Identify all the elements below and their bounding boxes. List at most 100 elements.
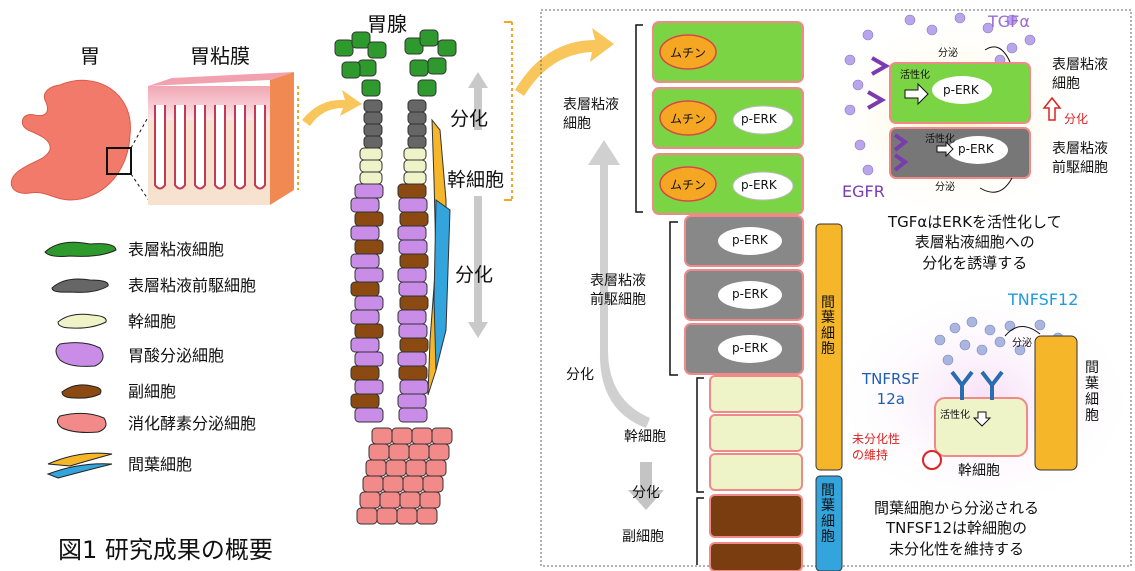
gland-cell	[363, 99, 383, 113]
tnf-caption: 間葉細胞から分泌される TNFSF12は幹細胞の 未分化性を維持する	[874, 499, 1040, 558]
gland-cell	[359, 159, 383, 173]
mucin-label-2: ムチン	[670, 112, 707, 126]
gland-cell	[356, 507, 378, 525]
gland-cell	[350, 225, 380, 241]
mucosa-label: 胃粘膜	[190, 44, 250, 68]
gland-cell	[398, 365, 428, 381]
gland-cell	[408, 443, 430, 461]
gastric-gland-diagram	[334, 29, 457, 525]
mucin-label-3: ムチン	[670, 178, 707, 192]
gland-cell	[419, 491, 441, 509]
perk-label-5: p-ERK	[732, 341, 768, 355]
gland-cell	[399, 337, 429, 353]
stomach-label: 胃	[80, 44, 100, 68]
gland-cell	[397, 309, 427, 325]
mucosa-block-side	[270, 72, 294, 205]
arrow-to-detail	[515, 28, 614, 96]
legend-swatch-chief	[56, 412, 107, 433]
figure-title: 図1 研究成果の概要	[58, 536, 273, 564]
gland-cell	[397, 225, 427, 241]
gland-cell	[379, 491, 401, 509]
gland-cell	[362, 475, 384, 493]
legend-label: 間葉細胞	[128, 455, 193, 474]
legend-item: 表層粘液細胞	[40, 236, 224, 260]
tnfsf12-label: TNFSF12	[1008, 290, 1079, 309]
gland-cell	[334, 39, 354, 57]
gland-cell	[354, 379, 384, 395]
legend-item: 幹細胞	[40, 308, 176, 332]
surface-mucous-cells	[652, 21, 804, 215]
gland-cell	[354, 351, 384, 367]
legend-swatch-accessory	[61, 384, 102, 399]
gland-cell	[403, 171, 427, 185]
gland-cell	[350, 365, 380, 381]
gland-cell	[399, 379, 429, 395]
gland-cell	[409, 59, 429, 77]
gland-cell	[419, 29, 439, 47]
gland-cell	[397, 393, 427, 409]
gland-cell	[416, 507, 438, 525]
mucin-label-1: ムチン	[670, 46, 707, 60]
legend-label: 表層粘液細胞	[128, 240, 225, 259]
egfr-label: EGFR	[842, 182, 885, 201]
stomach-shape	[10, 79, 131, 201]
gland-cell	[398, 407, 428, 423]
stomach-zoom-box	[106, 147, 132, 175]
gland-cell	[399, 211, 429, 227]
gland-cell	[363, 111, 383, 125]
tnf-stem-cell	[934, 397, 1028, 457]
tnfrsf-receptors	[950, 370, 1004, 400]
gland-cell	[437, 39, 457, 57]
gland-cell	[405, 459, 427, 477]
tgf-diff-arrow	[1042, 96, 1062, 121]
gland-cell	[399, 491, 421, 509]
legend-item: 間葉細胞	[40, 446, 192, 480]
tnfrsf-label: TNFRSF 12a	[862, 370, 920, 408]
legend-swatch-precursor	[51, 278, 109, 293]
mesenchymal-bar-orange	[815, 223, 843, 471]
gland-cell	[407, 123, 427, 137]
curved-diff-arrow	[588, 140, 650, 428]
legend-swatch-surface	[44, 241, 117, 257]
gland-cell	[371, 427, 393, 445]
perk-label-1: p-ERK	[741, 112, 777, 126]
gland-cell	[359, 147, 383, 161]
legend-swatch-mesenchymal	[46, 452, 113, 479]
undiff-label: 未分化性 の維持	[852, 432, 901, 462]
tgf-secretion-top: 分泌	[938, 48, 958, 59]
perk-label-4: p-ERK	[732, 287, 768, 301]
mesenchymal-bar-blue	[815, 475, 843, 571]
tnf-stem-label: 幹細胞	[958, 463, 1000, 479]
gland-cell	[350, 393, 380, 409]
col-diff2-label: 分化	[632, 485, 660, 501]
gland-cell	[350, 253, 380, 269]
gland-cell	[361, 79, 381, 97]
tgf-diff-label: 分化	[1064, 112, 1089, 126]
gland-cell	[391, 427, 413, 445]
col-accessory-label: 副細胞	[622, 529, 664, 545]
legend-label: 副細胞	[128, 382, 177, 401]
mucosa-block-top	[148, 72, 294, 86]
tgf-caption: TGFαはERKを活性化して 表層粘液細胞への 分化を誘導する	[888, 213, 1062, 272]
gland-cell	[417, 79, 437, 97]
legend-swatch-stem	[57, 313, 107, 329]
tgf-surface-label: 表層粘液 細胞	[1052, 57, 1108, 92]
gland-cell	[399, 253, 429, 269]
legend-swatch-parietal	[55, 342, 104, 367]
tgf-precursor-label: 表層粘液 前駆細胞	[1052, 141, 1108, 176]
gland-cell	[365, 459, 387, 477]
gland-cell	[407, 135, 427, 149]
mucosa-glands	[154, 105, 266, 190]
legend-item: 副細胞	[40, 378, 176, 402]
perk-label-3: p-ERK	[732, 233, 768, 247]
gland-cell	[354, 407, 384, 423]
mesenchymal-bar-label-1: 間葉細胞	[821, 295, 835, 358]
gland-cell	[422, 475, 444, 493]
gland-cell	[368, 443, 390, 461]
tgf-activation-bottom: 活性化	[925, 134, 955, 145]
tgf-activation-top: 活性化	[900, 70, 930, 81]
legend-label: 表層粘液前駆細胞	[128, 276, 257, 295]
gland-cell	[350, 309, 380, 325]
gland-cell	[354, 183, 384, 199]
